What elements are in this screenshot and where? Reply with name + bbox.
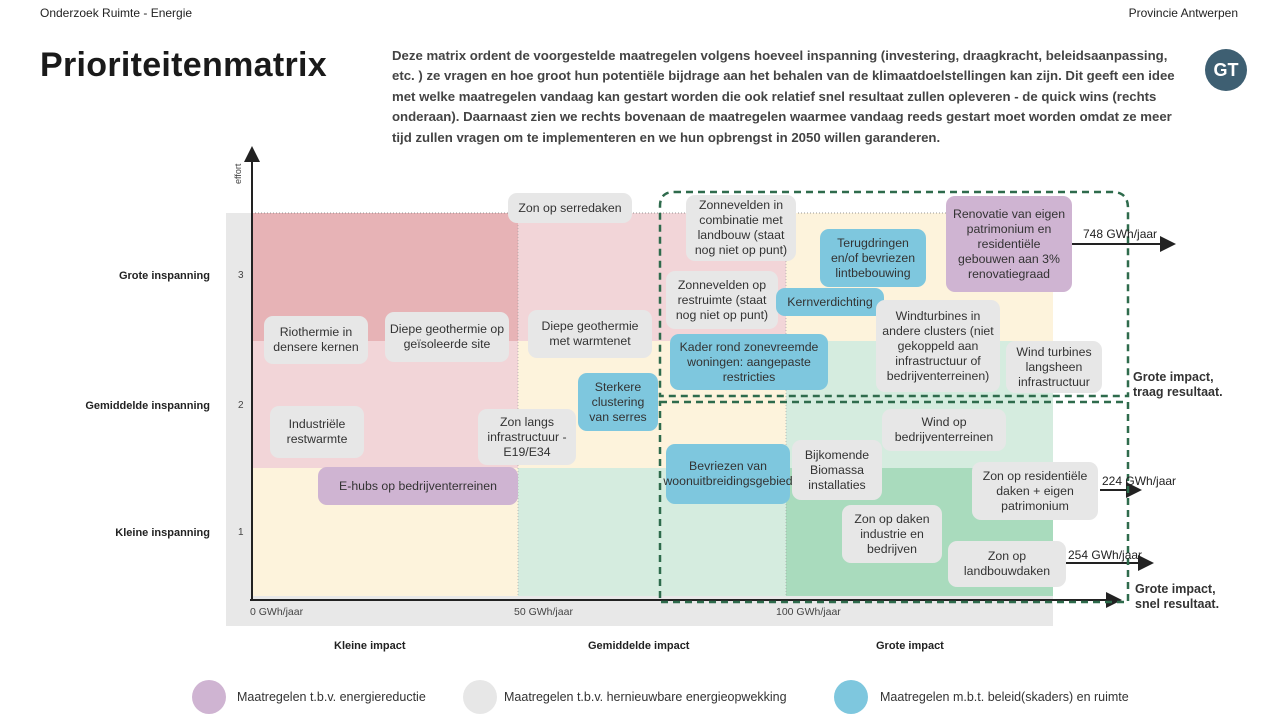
- measure-wind-bedrijventerreinen: Wind op bedrijventerreinen: [882, 409, 1006, 451]
- legend-dot-energiereductie: [192, 680, 226, 714]
- measure-kernverdichting: Kernverdichting: [776, 288, 884, 316]
- x-tick-0: 0 GWh/jaar: [250, 606, 304, 618]
- side-label-slow: Grote impact, traag resultaat.: [1133, 370, 1223, 399]
- x-label-high: Grote impact: [876, 640, 944, 652]
- gwh-top: 748 GWh/jaar: [1083, 227, 1158, 241]
- measure-zon-industrie: Zon op daken industrie en bedrijven: [842, 505, 942, 563]
- legend-text-energiereductie: Maatregelen t.b.v. energiereductie: [237, 690, 426, 704]
- legend-dot-hernieuwbare: [463, 680, 497, 714]
- side-label-fast: Grote impact, snel resultaat.: [1135, 582, 1220, 611]
- legend-text-beleid: Maatregelen m.b.t. beleid(skaders) en ru…: [880, 690, 1129, 704]
- header-left: Onderzoek Ruimte - Energie: [40, 6, 193, 20]
- measure-zonnevelden-restruimte: Zonnevelden op restruimte (staat nog nie…: [666, 271, 778, 329]
- measure-zon-infrastructuur: Zon langs infrastructuur - E19/E34: [478, 409, 576, 465]
- measure-renovatie: Renovatie van eigen patrimonium en resid…: [946, 196, 1072, 292]
- measure-zon-residentiele-daken: Zon op residentiële daken + eigen patrim…: [972, 462, 1098, 520]
- y-level-low: Kleine inspanning: [115, 527, 210, 539]
- x-tick-50: 50 GWh/jaar: [514, 606, 573, 618]
- measure-riothermie: Riothermie in densere kernen: [264, 316, 368, 364]
- page-title: Prioriteitenmatrix: [40, 46, 327, 84]
- measure-clustering-serres: Sterkere clustering van serres: [578, 373, 658, 431]
- y-level-mid: Gemiddelde inspanning: [85, 400, 210, 412]
- y-axis-title: effort: [233, 163, 243, 184]
- measure-zon-op-serredaken: Zon op serredaken: [508, 193, 632, 223]
- intro-text: Deze matrix ordent de voorgestelde maatr…: [392, 48, 1175, 145]
- measure-industriele-restwarmte: Industriële restwarmte: [270, 406, 364, 458]
- gwh-mid: 224 GWh/jaar: [1102, 474, 1177, 488]
- measure-zon-landbouwdaken: Zon op landbouwdaken: [948, 541, 1066, 587]
- y-level-high: Grote inspanning: [118, 270, 210, 282]
- gwh-bot: 254 GWh/jaar: [1068, 548, 1143, 562]
- measure-zonevreemde-woningen: Kader rond zonevreemde woningen: aangepa…: [670, 334, 828, 390]
- dashed-region-fast: [658, 400, 1130, 604]
- y-num-3: 3: [238, 270, 244, 281]
- measure-woonuitbreidingsgebied: Bevriezen van woonuitbreidingsgebied: [663, 444, 793, 504]
- measure-biomassa: Bijkomende Biomassa installaties: [792, 440, 882, 500]
- measure-geothermie-site: Diepe geothermie op geïsoleerde site: [385, 312, 509, 362]
- x-label-low: Kleine impact: [334, 640, 406, 652]
- measure-lintbebouwing: Terugdringen en/of bevriezen lintbebouwi…: [820, 229, 926, 287]
- measure-geothermie-warmtenet: Diepe geothermie met warmtenet: [528, 310, 652, 358]
- y-num-1: 1: [238, 527, 244, 538]
- legend-dot-beleid: [834, 680, 868, 714]
- x-tick-100: 100 GWh/jaar: [776, 606, 841, 618]
- legend-text-hernieuwbare: Maatregelen t.b.v. hernieuwbare energieo…: [504, 690, 787, 704]
- measure-e-hubs: E-hubs op bedrijventerreinen: [318, 467, 518, 505]
- measure-zonnevelden-landbouw: Zonnevelden in combinatie met landbouw (…: [686, 195, 796, 261]
- gt-logo: GT: [1205, 49, 1247, 91]
- header-right: Provincie Antwerpen: [1128, 6, 1238, 20]
- dashed-region-slow: [658, 190, 1130, 398]
- x-label-mid: Gemiddelde impact: [588, 640, 690, 652]
- measure-wind-infrastructuur: Wind turbines langsheen infrastructuur: [1006, 341, 1102, 393]
- y-num-2: 2: [238, 400, 244, 411]
- measure-windturbines-clusters: Windturbines in andere clusters (niet ge…: [876, 300, 1000, 392]
